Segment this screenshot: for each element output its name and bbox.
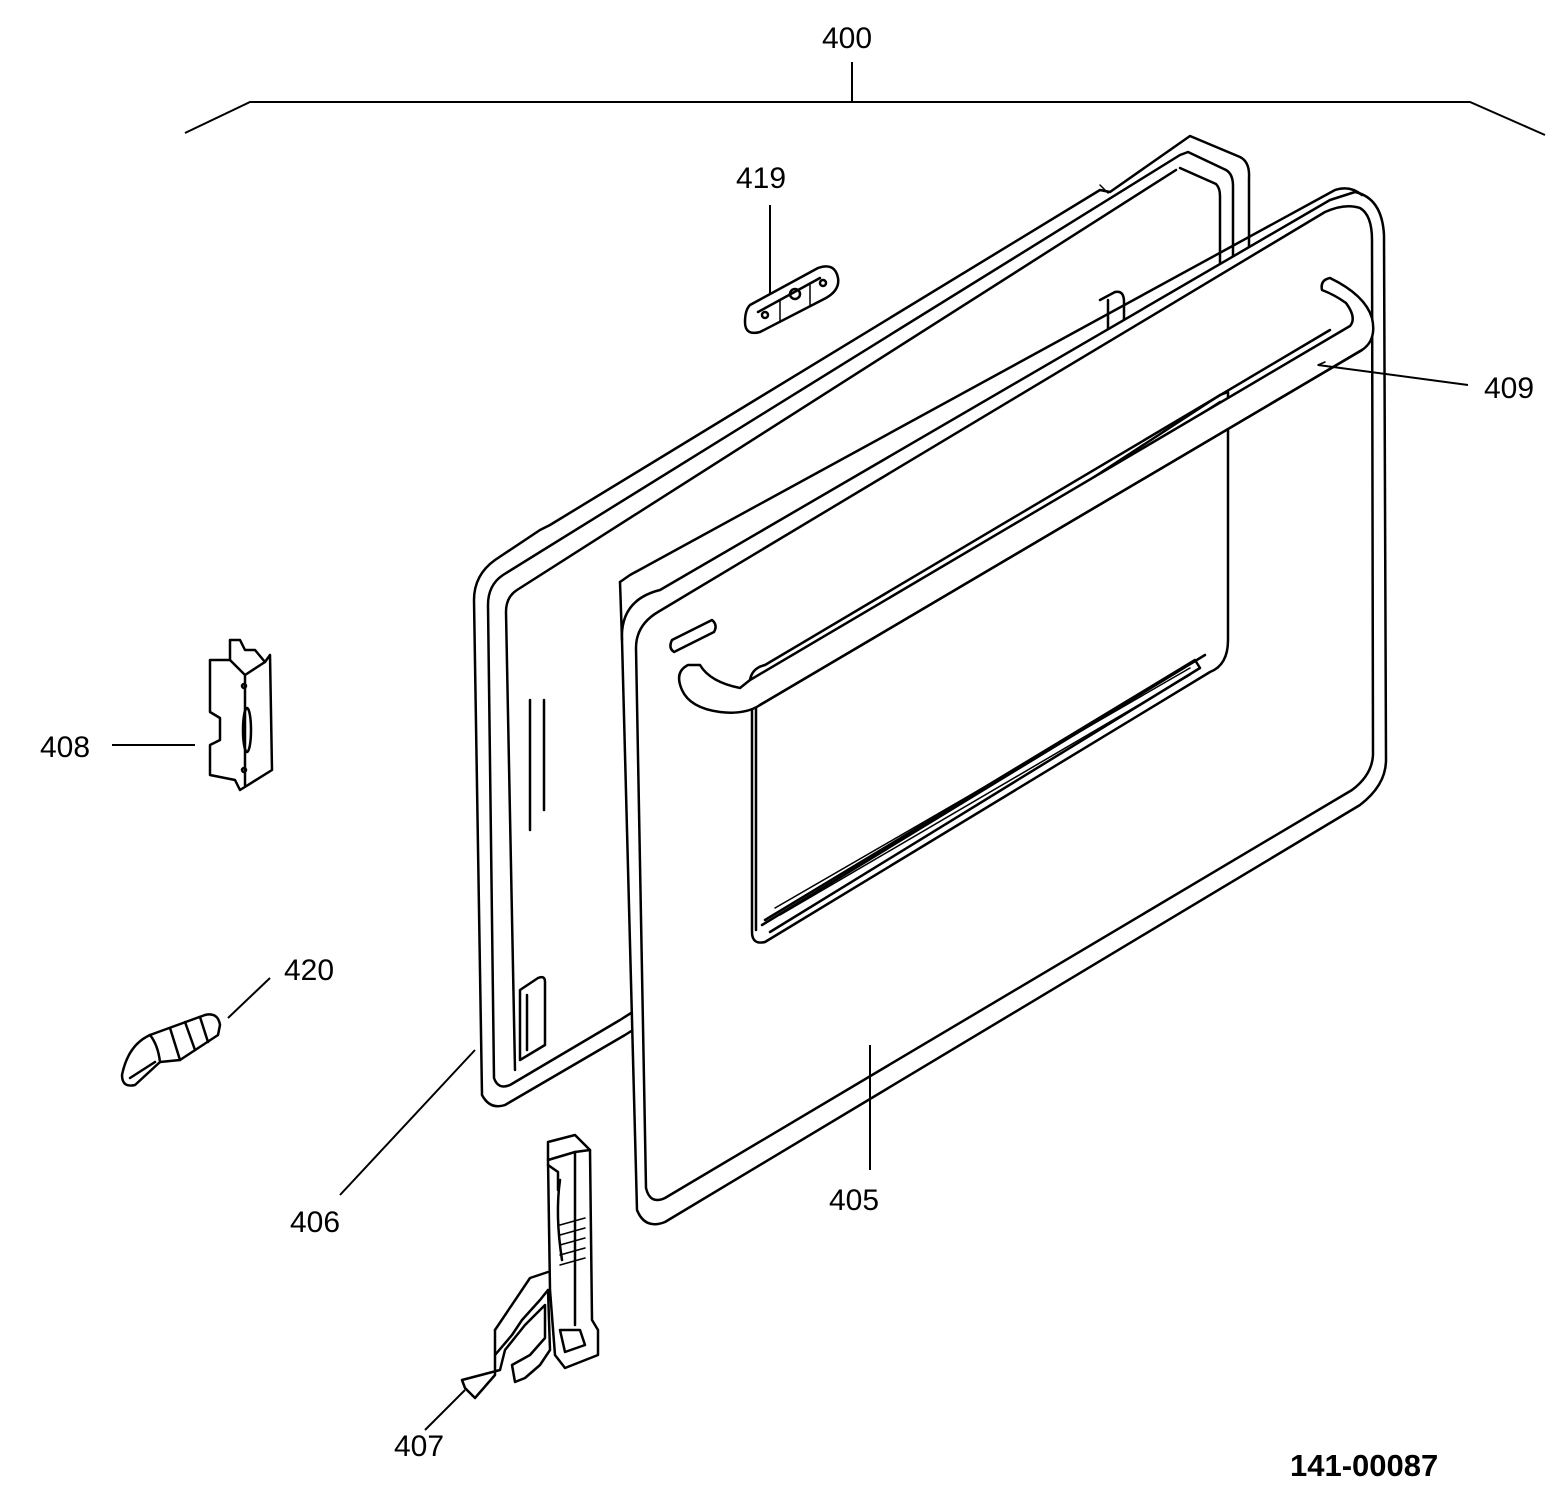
callout-409: 409 — [1484, 372, 1534, 405]
callout-408: 408 — [40, 731, 90, 764]
part-420-clip — [120, 1013, 222, 1087]
callout-419: 419 — [736, 162, 786, 195]
callout-407: 407 — [394, 1430, 444, 1463]
callout-406: 406 — [290, 1206, 340, 1239]
callout-405: 405 — [829, 1184, 879, 1217]
part-408-bracket — [208, 638, 274, 792]
callout-400: 400 — [822, 22, 872, 55]
assembly-bracket-400 — [184, 62, 1546, 136]
callout-420: 420 — [284, 954, 334, 987]
leader-lines — [112, 205, 1469, 1431]
document-number: 141-00087 — [1290, 1448, 1438, 1483]
part-407-hinge — [460, 1133, 600, 1400]
door-handle-409 — [677, 276, 1375, 714]
part-419-plate — [743, 265, 840, 335]
